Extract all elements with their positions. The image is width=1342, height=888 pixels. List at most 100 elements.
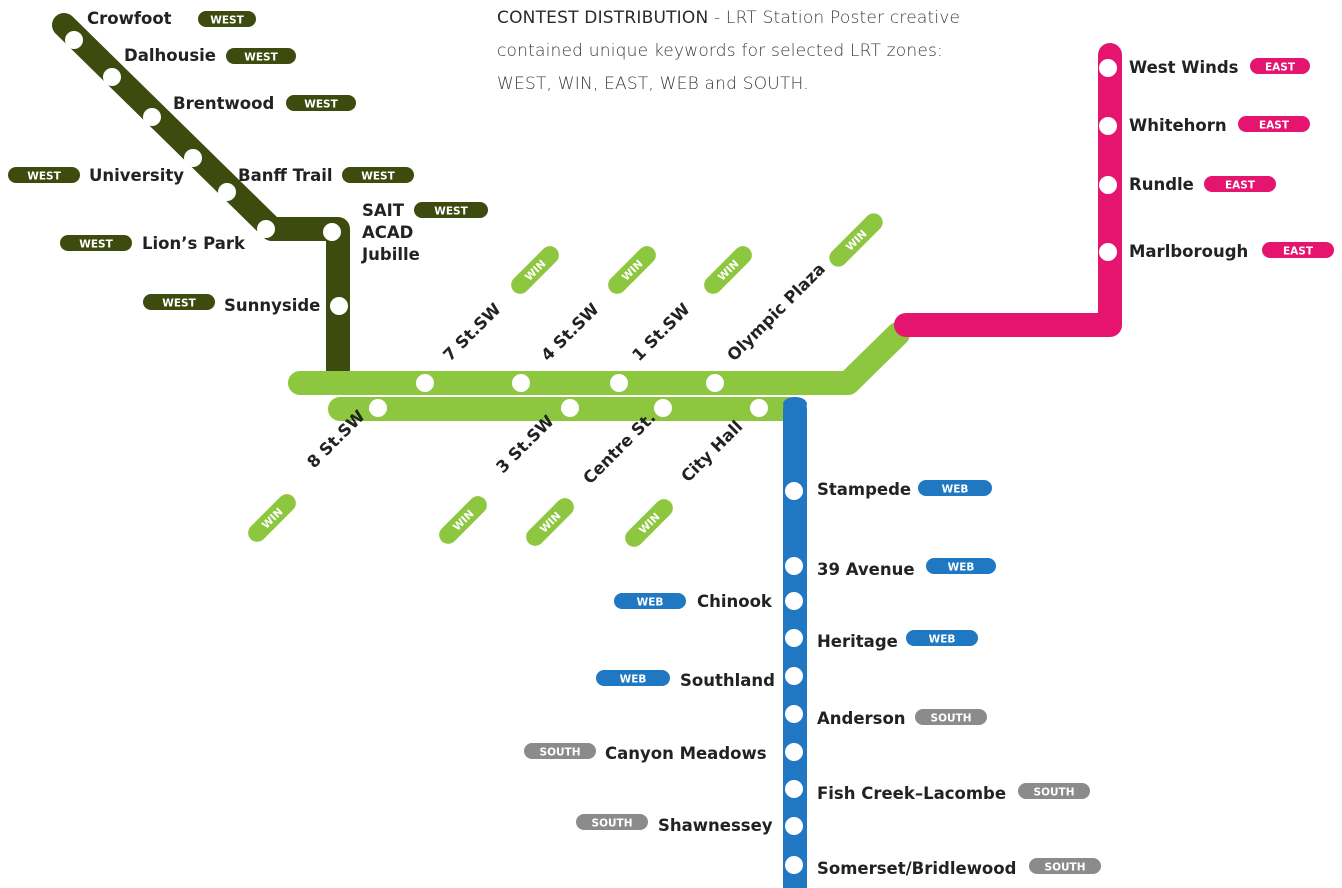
- zone-pill: [286, 95, 356, 111]
- station-brentwood[interactable]: Brentwood WEST: [143, 94, 356, 126]
- station-marlborough[interactable]: Marlborough EAST: [1099, 242, 1334, 261]
- zone-pill: [926, 558, 996, 574]
- zone-pill-label: EAST: [1283, 246, 1314, 258]
- zone-pill-label: WEST: [27, 171, 61, 183]
- station-dot: [785, 705, 803, 723]
- zone-pill: [608, 246, 656, 294]
- station-dot: [1099, 176, 1117, 194]
- station-label: Rundle: [1129, 175, 1194, 194]
- zone-pill: [1029, 858, 1101, 874]
- station-dot: [1099, 59, 1117, 77]
- station-dot: [1099, 117, 1117, 135]
- zone-pill: [439, 496, 487, 544]
- station-canyon-meadows[interactable]: SOUTH Canyon Meadows: [524, 743, 803, 763]
- station-sunnyside[interactable]: WEST Sunnyside: [143, 294, 348, 315]
- description-line-2: contained unique keywords for selected L…: [497, 41, 943, 61]
- station-label: SAIT: [362, 201, 405, 220]
- station-dot: [257, 220, 275, 238]
- zone-pill-label: EAST: [1259, 120, 1290, 132]
- station-university[interactable]: WEST University: [8, 149, 202, 185]
- station-dalhousie[interactable]: Dalhousie WEST: [103, 46, 296, 86]
- zone-pill: [1018, 783, 1090, 799]
- station-dot: [330, 297, 348, 315]
- station-label: Marlborough: [1129, 242, 1248, 261]
- station-dot: [785, 780, 803, 798]
- station-anderson[interactable]: Anderson SOUTH: [785, 705, 987, 728]
- station-stampede[interactable]: Stampede WEB: [785, 480, 992, 500]
- zone-pill-label: WEST: [361, 171, 395, 183]
- station-8-st-sw[interactable]: 8 St.SW WIN: [244, 399, 387, 546]
- station-dot: [561, 399, 579, 417]
- east-line: [894, 43, 1122, 337]
- station-shawnessey[interactable]: SOUTH Shawnessey: [576, 814, 803, 835]
- zone-pill: [1238, 116, 1310, 132]
- station-sait-acad-jubille[interactable]: SAIT ACAD Jubille WEST: [323, 201, 488, 264]
- station-label: 7 St.SW: [439, 300, 504, 365]
- zone-pill-label: SOUTH: [1034, 787, 1075, 799]
- zone-pill-label: SOUTH: [592, 818, 633, 830]
- zone-pill: [1204, 176, 1276, 192]
- station-west-winds[interactable]: West Winds EAST: [1099, 58, 1310, 77]
- station-label: Whitehorn: [1129, 116, 1227, 135]
- station-39-avenue[interactable]: 39 Avenue WEB: [785, 557, 996, 579]
- zone-pill: [60, 235, 132, 251]
- description-line-3: WEST, WIN, EAST, WEB and SOUTH.: [497, 74, 809, 94]
- station-somerset-bridlewood[interactable]: Somerset/Bridlewood SOUTH: [785, 856, 1101, 878]
- station-7-st-sw[interactable]: 7 St.SW WIN: [416, 242, 563, 392]
- description-line-1: - LRT Station Poster creative: [708, 8, 961, 28]
- station-chinook[interactable]: WEB Chinook: [614, 592, 803, 611]
- station-dot: [103, 68, 121, 86]
- zone-pill: [625, 499, 673, 547]
- zone-pill-label: WEST: [244, 52, 278, 64]
- station-dot: [750, 399, 768, 417]
- station-label: 4 St.SW: [537, 300, 602, 365]
- station-dot: [785, 817, 803, 835]
- zone-pill-label: WEB: [620, 674, 647, 686]
- station-dot: [785, 592, 803, 610]
- station-dot: [610, 374, 628, 392]
- zone-pill: [198, 11, 256, 27]
- station-dot: [654, 399, 672, 417]
- zone-pill: [614, 593, 686, 609]
- zone-pill-label: WEB: [942, 484, 969, 496]
- station-label: 1 St.SW: [628, 300, 693, 365]
- station-fish-creek-lacombe[interactable]: Fish Creek–Lacombe SOUTH: [785, 780, 1090, 803]
- station-dot: [706, 374, 724, 392]
- station-label: Southland: [680, 671, 775, 690]
- zone-pill: [906, 630, 978, 646]
- zone-pill: [596, 670, 670, 686]
- south-line-end: [783, 870, 807, 888]
- station-southland[interactable]: WEB Southland: [596, 667, 803, 690]
- station-lions-park[interactable]: WEST Lion’s Park: [60, 220, 275, 253]
- station-dot: [65, 31, 83, 49]
- station-dot: [785, 743, 803, 761]
- station-rundle[interactable]: Rundle EAST: [1099, 175, 1276, 194]
- station-label: Shawnessey: [658, 816, 773, 835]
- zone-pill-label: WEB: [948, 562, 975, 574]
- zone-pill: [524, 743, 596, 759]
- station-banff-trail[interactable]: Banff Trail WEST: [218, 166, 414, 201]
- station-heritage[interactable]: Heritage WEB: [785, 629, 978, 651]
- zone-pill: [918, 480, 992, 496]
- station-dot: [184, 149, 202, 167]
- station-dot: [785, 629, 803, 647]
- zone-pill: [915, 709, 987, 725]
- zone-pill: [576, 814, 648, 830]
- station-dot: [785, 667, 803, 685]
- zone-pill-label: WEST: [304, 99, 338, 111]
- station-label: City Hall: [677, 417, 746, 486]
- station-label: Chinook: [697, 592, 773, 611]
- station-label: Stampede: [817, 480, 911, 499]
- station-whitehorn[interactable]: Whitehorn EAST: [1099, 116, 1310, 135]
- zone-pill: [1250, 58, 1310, 74]
- station-label: Sunnyside: [224, 296, 320, 315]
- station-dot: [323, 223, 341, 241]
- zone-pill-label: EAST: [1265, 62, 1296, 74]
- zone-pill-label: WEST: [162, 298, 196, 310]
- station-label: University: [89, 166, 184, 185]
- zone-pill: [1262, 242, 1334, 258]
- station-crowfoot[interactable]: Crowfoot WEST: [65, 9, 256, 49]
- zone-pill-label: WEST: [210, 15, 244, 27]
